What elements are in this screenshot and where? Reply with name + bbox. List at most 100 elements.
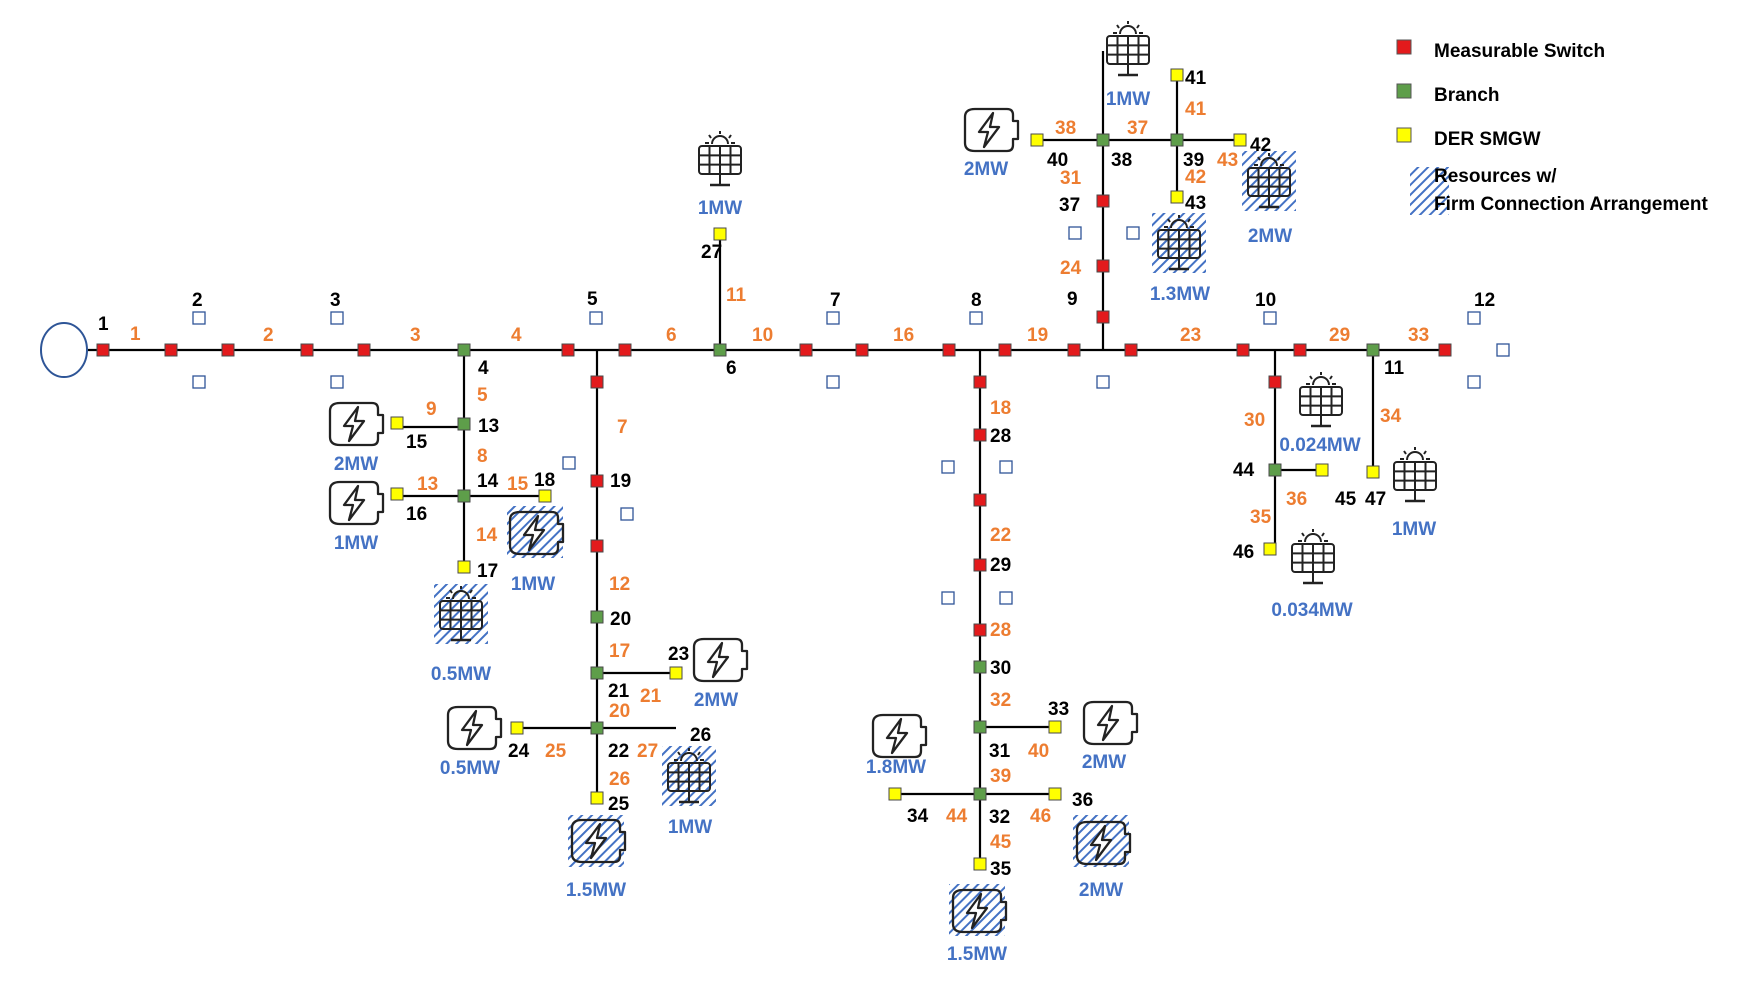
measurable-switch [1438, 343, 1452, 357]
resource-capacity-label: 1.5MW [947, 944, 1007, 965]
node-label-28: 28 [990, 426, 1011, 447]
open-switch-marker [999, 591, 1013, 605]
node-label-37: 37 [1059, 195, 1080, 216]
legend: Measurable Switch Branch DER SMGW Resour… [1396, 39, 1708, 215]
line-label-14: 14 [476, 525, 498, 546]
branch-node [973, 660, 987, 674]
der-smgw-node [1030, 133, 1044, 147]
line-label-35: 35 [1250, 507, 1272, 528]
line-label-16: 16 [893, 325, 914, 346]
line-label-21: 21 [640, 686, 662, 707]
line-label-8: 8 [477, 446, 488, 467]
line-label-1: 1 [130, 324, 141, 345]
line-label-41: 41 [1185, 99, 1207, 120]
open-switch-marker [1467, 311, 1481, 325]
solar-panel-icon [434, 584, 488, 644]
legend-switch-label: Measurable Switch [1434, 41, 1605, 62]
open-switch-marker [1126, 226, 1140, 240]
node-label-25: 25 [608, 794, 630, 815]
resource-capacity-label: 1MW [698, 198, 742, 219]
solar-panel-icon [662, 746, 716, 806]
measurable-switch [590, 375, 604, 389]
line-label-31: 31 [1060, 168, 1082, 189]
der-smgw-node [1170, 68, 1184, 82]
open-switch-marker [1496, 343, 1510, 357]
open-switch-marker [999, 460, 1013, 474]
resource-capacity-label: 1.8MW [866, 757, 926, 778]
measurable-switch [855, 343, 869, 357]
battery-icon [949, 884, 1008, 936]
node-label-26: 26 [690, 725, 711, 746]
node-label-38: 38 [1111, 150, 1132, 171]
legend-firm-label-2: Firm Connection Arrangement [1434, 194, 1708, 215]
der-smgw-node [1263, 542, 1277, 556]
node-label-19: 19 [610, 471, 631, 492]
resource-capacity-label: 2MW [1079, 880, 1123, 901]
node-label-2: 2 [192, 290, 203, 311]
line-label-17: 17 [609, 641, 630, 662]
line-label-42: 42 [1185, 167, 1206, 188]
line-label-29: 29 [1329, 325, 1350, 346]
node-label-7: 7 [830, 290, 841, 311]
node-label-10: 10 [1255, 290, 1276, 311]
node-label-32: 32 [989, 807, 1010, 828]
line-label-25: 25 [545, 741, 567, 762]
line-label-28: 28 [990, 620, 1011, 641]
branch-node [973, 720, 987, 734]
open-switch-marker [941, 591, 955, 605]
line-label-32: 32 [990, 690, 1011, 711]
line-label-39: 39 [990, 766, 1011, 787]
measurable-switch [1096, 259, 1110, 273]
measurable-switch [561, 343, 575, 357]
node-label-8: 8 [971, 290, 982, 311]
battery-icon [1073, 815, 1132, 867]
line-label-11: 11 [726, 285, 747, 306]
line-label-34: 34 [1380, 406, 1402, 427]
der-smgw-node [1170, 190, 1184, 204]
measurable-switch [300, 343, 314, 357]
open-switch-marker [1068, 226, 1082, 240]
line-label-5: 5 [477, 385, 488, 406]
measurable-switch [357, 343, 371, 357]
battery-icon [568, 815, 627, 867]
der-smgw-node [713, 227, 727, 241]
legend-switch-swatch [1396, 39, 1412, 55]
open-switch-marker [1096, 375, 1110, 389]
node-label-36: 36 [1072, 790, 1093, 811]
der-smgw-node [390, 416, 404, 430]
branch-node [1366, 343, 1380, 357]
solar-panel-icon [1291, 529, 1335, 585]
solar-panel-icon [1242, 151, 1296, 211]
resource-capacity-label: 2MW [964, 159, 1008, 180]
node-label-33: 33 [1048, 699, 1069, 720]
node-label-30: 30 [990, 658, 1011, 679]
solar-panel-icon [1393, 447, 1437, 503]
measurable-switch [1067, 343, 1081, 357]
legend-smgw-swatch [1396, 127, 1412, 143]
resource-capacity-label: 1MW [334, 533, 378, 554]
battery-icon [446, 705, 503, 751]
line-label-19: 19 [1027, 325, 1048, 346]
node-label-15: 15 [406, 432, 428, 453]
measurable-switch [1268, 375, 1282, 389]
battery-icon [963, 107, 1020, 153]
der-smgw-node [1315, 463, 1329, 477]
branch-node [590, 666, 604, 680]
der-smgw-node [1233, 133, 1247, 147]
open-switch-marker [941, 460, 955, 474]
measurable-switch [590, 539, 604, 553]
line-label-2: 2 [263, 325, 274, 346]
open-switch-marker [826, 375, 840, 389]
open-switch-marker [589, 311, 603, 325]
line-label-37: 37 [1127, 118, 1148, 139]
resource-capacity-label: 1MW [1392, 519, 1436, 540]
node-label-3: 3 [330, 290, 341, 311]
solar-panel-icon [1299, 372, 1343, 428]
measurable-switch [1124, 343, 1138, 357]
line-label-26: 26 [609, 769, 630, 790]
der-smgw-node [590, 791, 604, 805]
branch-node [1096, 133, 1110, 147]
open-switch-marker [969, 311, 983, 325]
open-switch-marker [330, 311, 344, 325]
resource-capacity-label: 0.024MW [1279, 435, 1360, 456]
